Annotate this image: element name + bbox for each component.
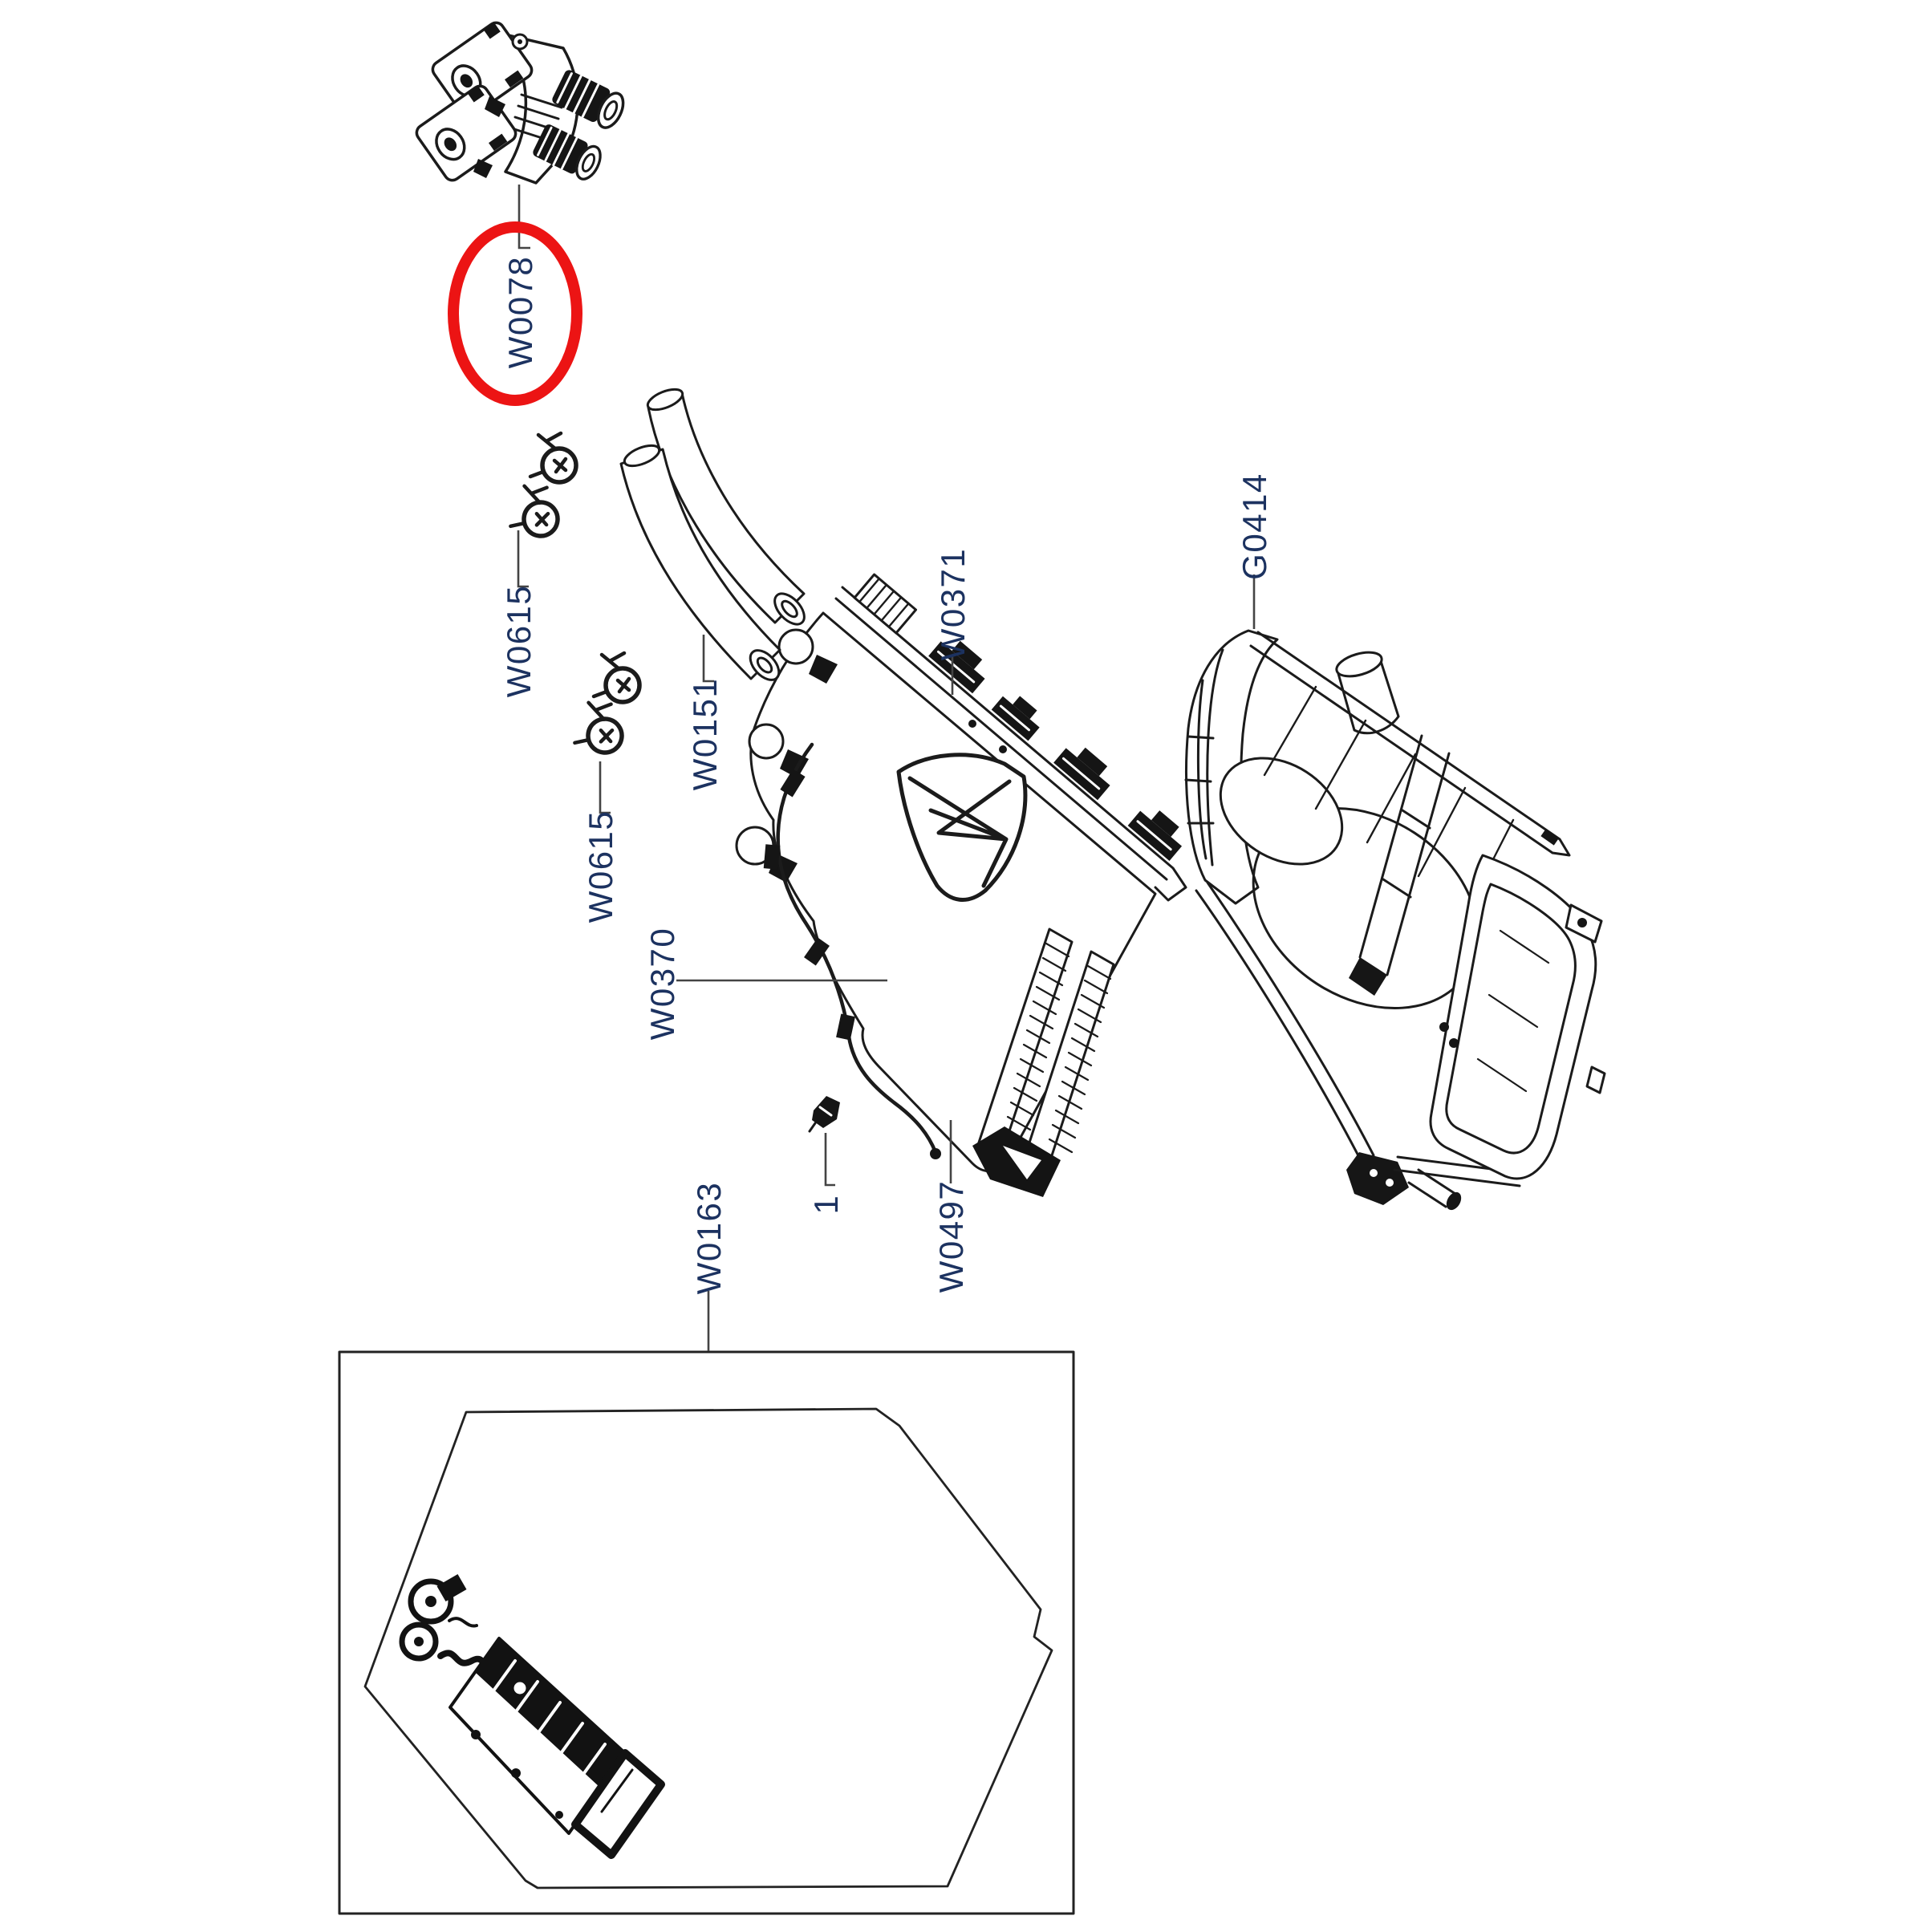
kit-box-drawing xyxy=(338,1350,1075,1915)
callout-highlight-ellipse xyxy=(448,221,582,406)
part-label-w0371: W0371 xyxy=(934,548,972,661)
part-label-w0078: W0078 xyxy=(501,256,539,369)
leader-w0078 xyxy=(518,185,530,250)
dispenser-body-drawing xyxy=(735,573,1187,1197)
part-label-w0370: W0370 xyxy=(643,927,681,1041)
part-label-w0497: W0497 xyxy=(932,1180,970,1293)
fill-hose-drawing xyxy=(619,388,806,681)
part-label-w0615-a: W0615 xyxy=(500,585,538,698)
part-label-1: 1 xyxy=(807,1195,845,1215)
leader-1 xyxy=(824,1133,835,1187)
part-label-g0414: G0414 xyxy=(1236,473,1273,580)
hose-clamp-icon xyxy=(528,431,578,485)
part-label-w0151: W0151 xyxy=(686,678,724,791)
hose-clamp-icon xyxy=(509,484,560,538)
screw-clip-drawing xyxy=(808,1096,840,1133)
hose-clamp-icon xyxy=(573,700,624,755)
hose-clamp-icons xyxy=(509,431,642,755)
bottom-rail-w0497 xyxy=(972,927,1115,1197)
rail-clips xyxy=(928,640,1183,861)
leader-w0615-a xyxy=(517,530,529,588)
kit-mini-assembly xyxy=(399,1573,665,1859)
part-label-w0615-b: W0615 xyxy=(582,810,619,923)
hose-clamp-icon xyxy=(591,651,642,704)
leader-lines xyxy=(517,185,1256,1351)
part-labels: W0078 W0615 W0151 W0615 W0371 W0370 G041… xyxy=(500,256,1273,1295)
leader-w0615-b xyxy=(599,761,611,814)
inlet-valve-drawing xyxy=(415,21,625,185)
leader-w0151 xyxy=(702,635,714,683)
part-label-w0163: W0163 xyxy=(690,1182,728,1295)
dispenser-housing-drawing xyxy=(1184,629,1606,1211)
